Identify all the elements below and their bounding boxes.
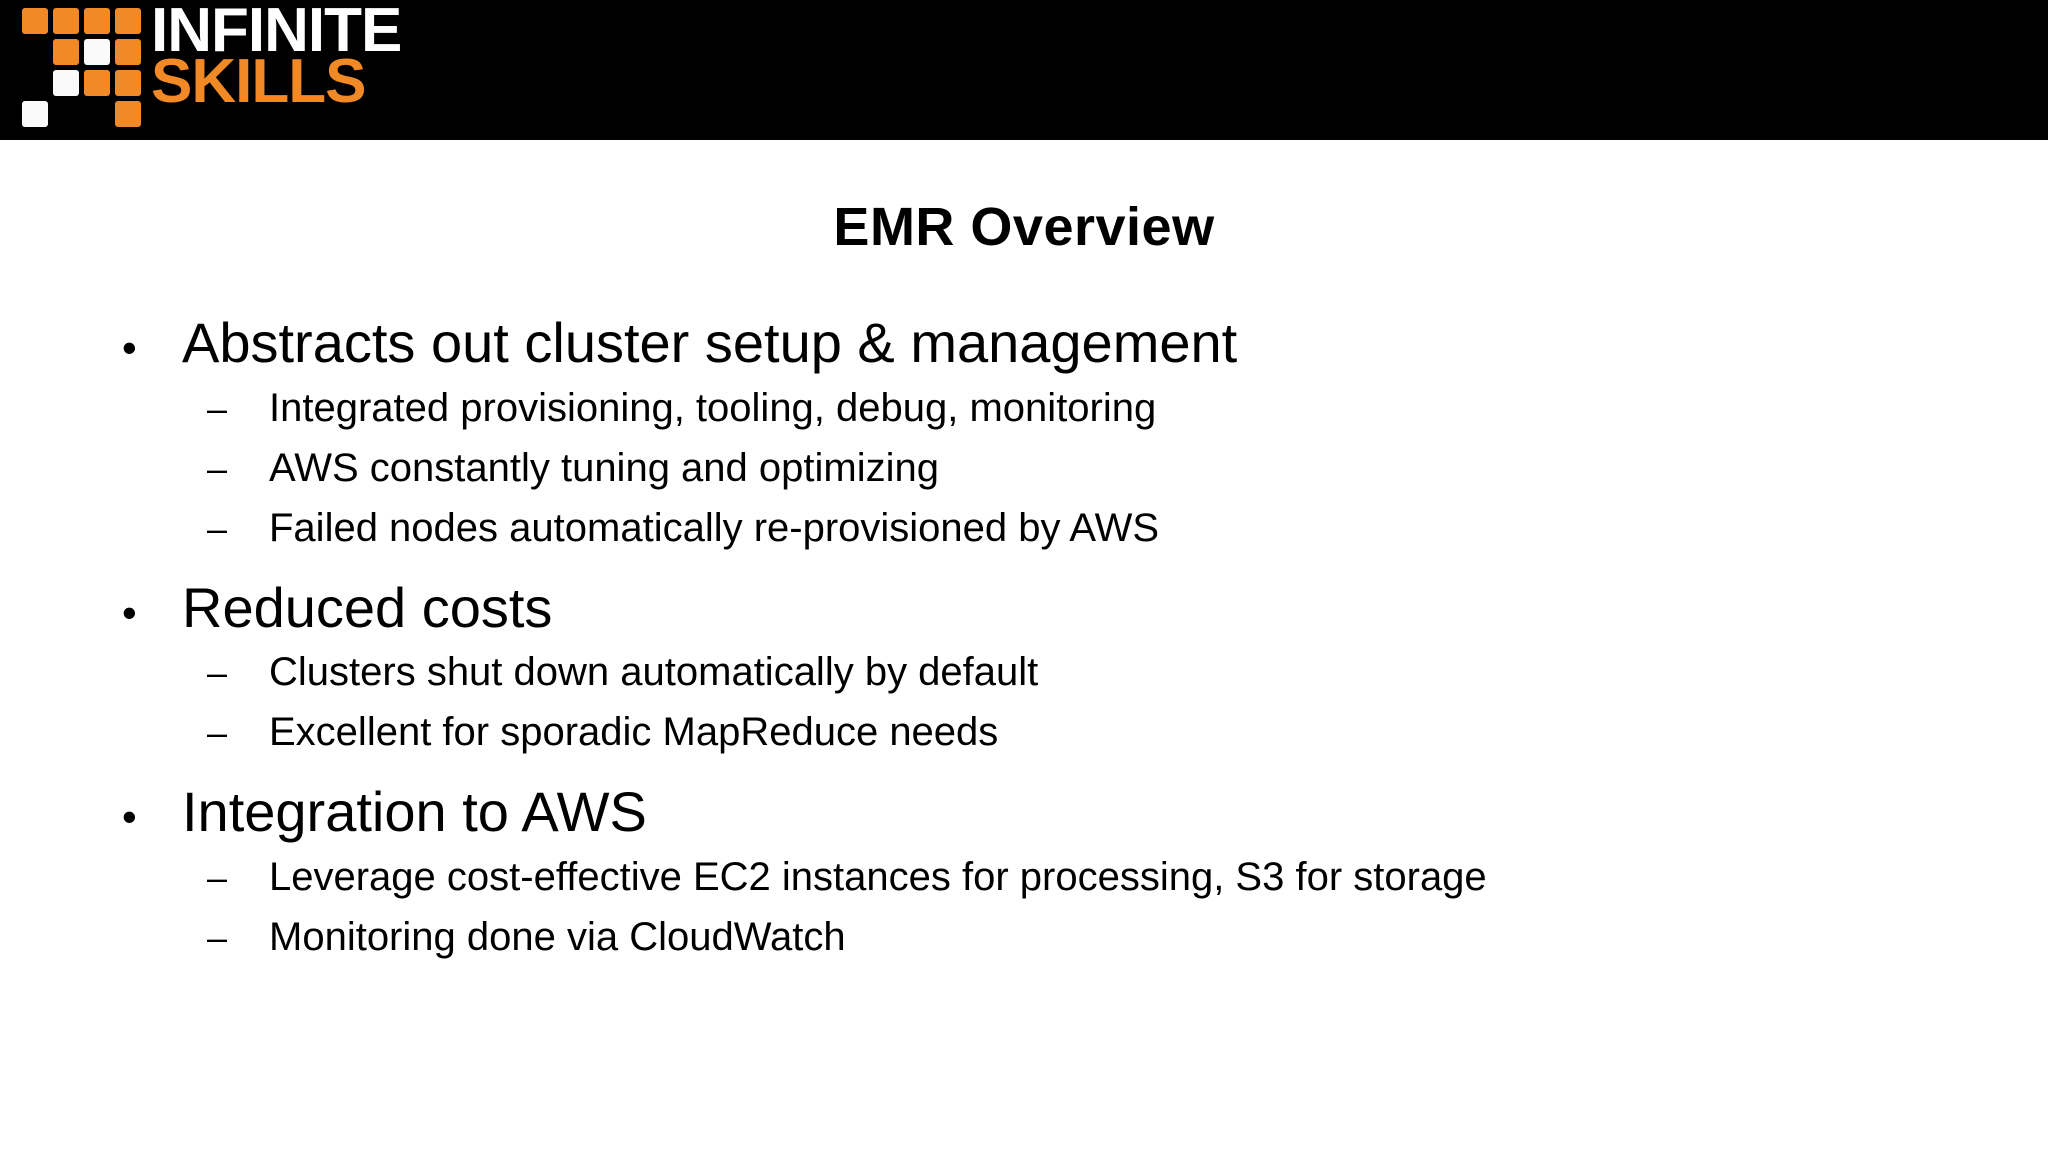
- bullet-level2: –Integrated provisioning, tooling, debug…: [0, 379, 2048, 437]
- logo-cell-orange-r1c1: [22, 8, 48, 34]
- sub-bullet-marker-icon: –: [207, 917, 228, 959]
- bullet-level2: –Clusters shut down automatically by def…: [0, 643, 2048, 701]
- logo-cell-orange-r2c4: [115, 39, 141, 65]
- sub-bullet-marker-icon: –: [207, 712, 228, 754]
- bullet-level2: –AWS constantly tuning and optimizing: [0, 439, 2048, 497]
- logo-cell-white-r3c2: [53, 70, 79, 96]
- logo-cell-empty-r3c1: [22, 70, 48, 96]
- sub-bullet-marker-icon: –: [207, 507, 228, 549]
- bullet-group: •Integration to AWS–Leverage cost-effect…: [0, 781, 2048, 986]
- logo-cell-white-r2c3: [84, 39, 110, 65]
- slide-body: • Abstracts out cluster setup & managemen…: [0, 311, 2048, 986]
- bullet-group: •Reduced costs–Clusters shut down automa…: [0, 575, 2048, 782]
- header-banner: INFINITE SKILLS: [0, 0, 2048, 140]
- bullet-level1: • Reduced costs: [0, 575, 2048, 640]
- bullet-marker-icon: •: [122, 793, 137, 841]
- logo-cell-orange-r1c4: [115, 8, 141, 34]
- bullet-level2: –Monitoring done via CloudWatch: [0, 908, 2048, 966]
- logo-cell-orange-r2c2: [53, 39, 79, 65]
- logo-cell-empty-r4c2: [53, 101, 79, 127]
- bullet-level1: • Integration to AWS: [0, 781, 2048, 844]
- logo-grid-icon: [22, 8, 141, 127]
- bullet-marker-icon: •: [122, 324, 137, 371]
- bullet-level2: –Excellent for sporadic MapReduce needs: [0, 703, 2048, 761]
- bullet-level2-text: Clusters shut down automatically by defa…: [269, 650, 1039, 695]
- bullet-marker-icon: •: [122, 588, 137, 636]
- bullet-level2-text: Monitoring done via CloudWatch: [269, 915, 846, 960]
- group-spacer: [0, 559, 2048, 577]
- bullet-level1: • Abstracts out cluster setup & managemen…: [0, 311, 2048, 375]
- sub-bullet-marker-icon: –: [207, 447, 228, 489]
- sub-bullet-marker-icon: –: [207, 652, 228, 694]
- bullet-level2-text: AWS constantly tuning and optimizing: [269, 445, 939, 490]
- slide-title: EMR Overview: [833, 197, 1215, 257]
- bullet-group: • Abstracts out cluster setup & managemen…: [0, 311, 2048, 577]
- sub-bullet-marker-icon: –: [207, 387, 228, 429]
- bullet-level2-text: Leverage cost-effective EC2 instances fo…: [269, 855, 1487, 900]
- logo-word-infinite: INFINITE: [151, 0, 402, 65]
- bullet-level2-text: Integrated provisioning, tooling, debug,…: [269, 385, 1157, 430]
- logo-word-skills: SKILLS: [151, 46, 366, 116]
- logo-cell-orange-r1c2: [53, 8, 79, 34]
- logo-cell-empty-r4c3: [84, 101, 110, 127]
- logo-cell-orange-r3c4: [115, 70, 141, 96]
- bullet-level2: –Leverage cost-effective EC2 instances f…: [0, 848, 2048, 906]
- bullet-level1-text: Abstracts out cluster setup & management: [182, 311, 1238, 374]
- logo-cell-orange-r1c3: [84, 8, 110, 34]
- logo-wordmark: INFINITE SKILLS: [151, 0, 402, 116]
- logo-cell-white-r4c1: [22, 101, 48, 127]
- logo-cell-empty-r2c1: [22, 39, 48, 65]
- bullet-level1-text: Reduced costs: [182, 575, 553, 639]
- group-spacer: [0, 968, 2048, 986]
- bullet-level2-text: Excellent for sporadic MapReduce needs: [269, 710, 999, 755]
- logo-cell-orange-r4c4: [115, 101, 141, 127]
- bullet-level2: –Failed nodes automatically re-provision…: [0, 499, 2048, 557]
- group-spacer: [0, 763, 2048, 781]
- infinite-skills-logo: INFINITE SKILLS: [22, 0, 402, 127]
- bullet-level1-text: Integration to AWS: [182, 780, 647, 844]
- bullet-level2-text: Failed nodes automatically re-provisione…: [269, 505, 1160, 550]
- sub-bullet-marker-icon: –: [207, 857, 228, 899]
- logo-cell-orange-r3c3: [84, 70, 110, 96]
